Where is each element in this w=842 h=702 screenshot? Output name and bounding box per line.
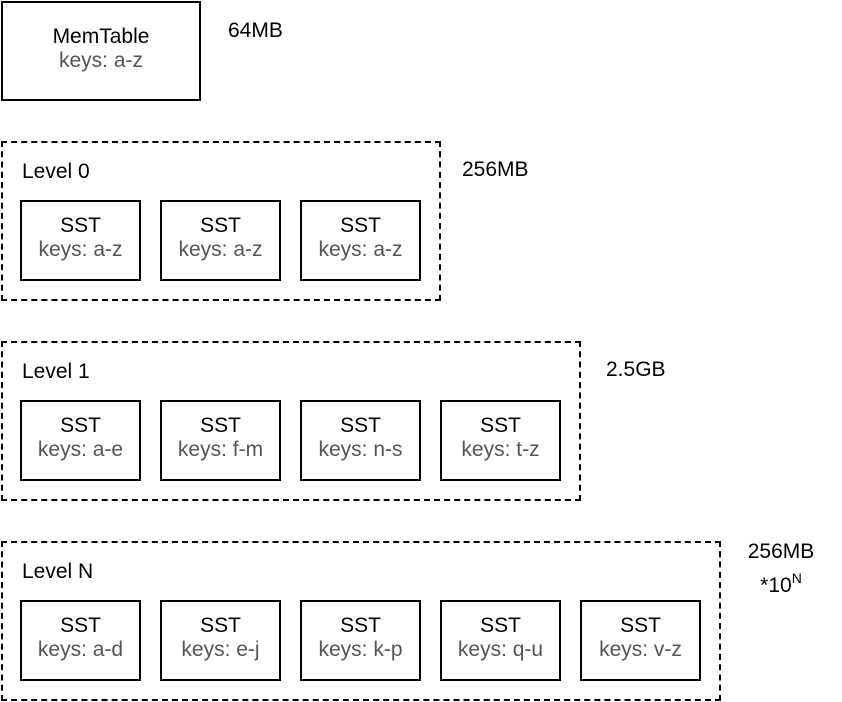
sst-title: SST <box>200 414 241 437</box>
level-0-container: Level 0 <box>1 141 441 301</box>
memtable-box: MemTable keys: a-z <box>1 1 201 101</box>
sst-title: SST <box>620 614 661 637</box>
level-n-sst-4: SST keys: q-u <box>440 600 561 681</box>
level-n-size-label: 256MB *10N <box>741 539 821 599</box>
level-0-size-label: 256MB <box>462 158 529 181</box>
level-1-sst-4: SST keys: t-z <box>440 400 561 481</box>
sst-title: SST <box>340 614 381 637</box>
sst-title: SST <box>480 614 521 637</box>
sst-title: SST <box>340 214 381 237</box>
level-0-sst-2: SST keys: a-z <box>160 200 281 281</box>
level-n-sst-3: SST keys: k-p <box>300 600 421 681</box>
sst-keys: keys: q-u <box>457 638 544 661</box>
sst-keys: keys: n-s <box>318 438 403 461</box>
level-1-container: Level 1 <box>1 341 581 501</box>
level-1-label: Level 1 <box>22 360 90 383</box>
sst-keys: keys: a-e <box>37 438 124 461</box>
sst-keys: keys: a-z <box>178 238 263 261</box>
level-1-size-label: 2.5GB <box>606 358 666 381</box>
level-n-size-base: 256MB <box>747 540 815 563</box>
level-n-container: Level N <box>1 541 721 701</box>
sst-keys: keys: v-z <box>599 638 682 661</box>
sst-keys: keys: k-p <box>318 638 403 661</box>
sst-title: SST <box>60 214 101 237</box>
sst-title: SST <box>60 414 101 437</box>
sst-keys: keys: a-z <box>38 238 123 261</box>
memtable-keys: keys: a-z <box>58 49 144 72</box>
level-0-sst-1: SST keys: a-z <box>20 200 141 281</box>
sst-keys: keys: a-d <box>37 638 124 661</box>
sst-title: SST <box>200 614 241 637</box>
sst-keys: keys: e-j <box>181 638 260 661</box>
level-0-label: Level 0 <box>22 160 90 183</box>
level-1-sst-1: SST keys: a-e <box>20 400 141 481</box>
sst-title: SST <box>480 414 521 437</box>
level-1-sst-3: SST keys: n-s <box>300 400 421 481</box>
sst-keys: keys: t-z <box>461 438 540 461</box>
level-1-sst-2: SST keys: f-m <box>160 400 281 481</box>
sst-title: SST <box>340 414 381 437</box>
level-n-sst-2: SST keys: e-j <box>160 600 281 681</box>
level-n-sst-5: SST keys: v-z <box>580 600 701 681</box>
level-n-size-exponent: N <box>791 570 802 586</box>
sst-title: SST <box>200 214 241 237</box>
level-n-label: Level N <box>22 560 94 583</box>
sst-keys: keys: a-z <box>318 238 403 261</box>
memtable-title: MemTable <box>52 25 150 48</box>
sst-keys: keys: f-m <box>177 438 264 461</box>
level-n-sst-1: SST keys: a-d <box>20 600 141 681</box>
level-0-sst-3: SST keys: a-z <box>300 200 421 281</box>
level-n-size-multiplier: *10N <box>760 570 802 597</box>
memtable-size-label: 64MB <box>228 19 283 42</box>
sst-title: SST <box>60 614 101 637</box>
